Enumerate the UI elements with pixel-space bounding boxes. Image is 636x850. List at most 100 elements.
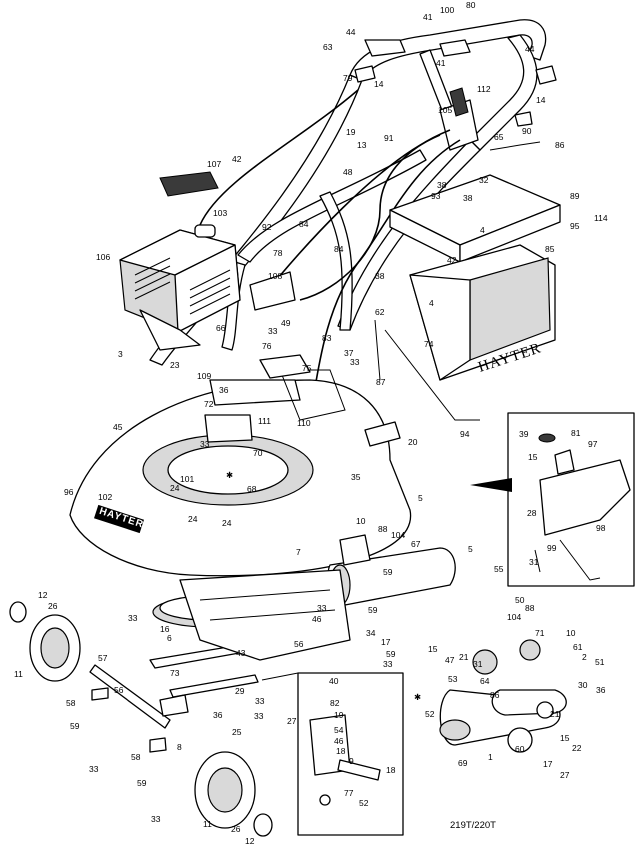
- part-callout-48: 48: [343, 167, 353, 177]
- part-callout-64: 64: [480, 676, 490, 686]
- part-callout-52: 52: [359, 798, 369, 808]
- part-callout-95: 95: [570, 221, 580, 231]
- part-callout-13: 13: [357, 140, 367, 150]
- part-callout-12: 12: [245, 836, 255, 846]
- part-callout-30: 30: [578, 680, 588, 690]
- part-callout-53: 53: [448, 674, 458, 684]
- part-callout-60: 60: [515, 744, 525, 754]
- part-callout-46: 46: [334, 736, 344, 746]
- part-callout-3: 3: [118, 349, 123, 359]
- part-callout-27: 27: [287, 716, 297, 726]
- part-callout-10: 10: [566, 628, 576, 638]
- part-callout-25: 25: [232, 727, 242, 737]
- part-callout-35: 35: [351, 472, 361, 482]
- part-callout-102: 102: [98, 492, 112, 502]
- part-callout-110: 110: [297, 418, 311, 428]
- part-callout-36: 36: [219, 385, 229, 395]
- asterisk-mark: ✱: [226, 470, 233, 480]
- part-callout-105: 105: [438, 105, 452, 115]
- part-callout-28: 28: [527, 508, 537, 518]
- part-callout-6: 6: [167, 633, 172, 643]
- part-callout-58: 58: [131, 752, 141, 762]
- part-callout-81: 81: [571, 428, 581, 438]
- part-callout-68: 68: [247, 484, 257, 494]
- part-callout-36: 36: [213, 710, 223, 720]
- part-callout-79: 79: [343, 73, 353, 83]
- part-callout-91: 91: [384, 133, 394, 143]
- part-callout-44: 44: [525, 44, 535, 54]
- roller-frame: [179, 569, 351, 661]
- part-callout-56: 56: [114, 685, 124, 695]
- part-callout-11: 11: [14, 669, 23, 679]
- part-callout-46: 46: [312, 614, 322, 624]
- part-callout-33: 33: [268, 326, 278, 336]
- part-callout-31: 31: [473, 659, 483, 669]
- part-callout-103: 103: [213, 208, 227, 218]
- part-callout-100: 100: [440, 5, 454, 15]
- part-callout-39: 39: [519, 429, 529, 439]
- part-callout-15: 15: [528, 452, 538, 462]
- part-callout-33: 33: [128, 613, 138, 623]
- lower-handle: [221, 149, 427, 351]
- part-callout-47: 47: [445, 655, 455, 665]
- part-callout-23: 23: [170, 360, 180, 370]
- part-callout-49: 49: [281, 318, 291, 328]
- part-callout-96: 96: [64, 487, 74, 497]
- part-callout-65: 65: [494, 132, 504, 142]
- front-axle-and-wheels: [9, 601, 273, 837]
- part-callout-22: 22: [572, 743, 582, 753]
- part-callout-111: 111: [258, 416, 271, 426]
- part-callout-21: 21: [459, 652, 469, 662]
- part-callout-70: 70: [253, 448, 263, 458]
- part-callout-109: 109: [197, 371, 211, 381]
- part-callout-24: 24: [188, 514, 198, 524]
- part-callout-38: 38: [437, 180, 447, 190]
- part-callout-14: 14: [536, 95, 546, 105]
- part-callout-108: 108: [268, 271, 282, 281]
- part-callout-38: 38: [463, 193, 473, 203]
- part-callout-27: 27: [560, 770, 570, 780]
- part-callout-89: 89: [570, 191, 580, 201]
- part-callout-5: 5: [468, 544, 473, 554]
- part-callout-90: 90: [522, 126, 532, 136]
- part-callout-5: 5: [418, 493, 423, 503]
- part-callout-112: 112: [477, 84, 491, 94]
- part-callout-42: 42: [447, 255, 457, 265]
- part-callout-62: 62: [375, 307, 385, 317]
- part-callout-69: 69: [458, 758, 468, 768]
- part-callout-86: 86: [490, 690, 500, 700]
- part-callout-1: 1: [488, 752, 493, 762]
- part-callout-57: 57: [98, 653, 108, 663]
- part-callout-19: 19: [346, 127, 356, 137]
- part-callout-8: 8: [177, 742, 182, 752]
- part-callout-73: 73: [170, 668, 180, 678]
- engine-control-lever: [439, 87, 479, 151]
- air-filter-decal: [159, 171, 219, 197]
- figure-reference: 219T/220T: [450, 820, 496, 831]
- part-callout-15: 15: [560, 733, 570, 743]
- part-callout-104: 104: [391, 530, 405, 540]
- part-callout-85: 85: [545, 244, 555, 254]
- part-callout-11: 11: [203, 819, 212, 829]
- drive-belts: [439, 639, 567, 753]
- part-callout-17: 17: [381, 637, 391, 647]
- part-callout-101: 101: [180, 474, 194, 484]
- part-callout-80: 80: [466, 0, 476, 10]
- part-callout-31: 31: [529, 557, 539, 567]
- part-callout-17: 17: [543, 759, 553, 769]
- handle-brackets: [354, 39, 557, 127]
- part-callout-59: 59: [368, 605, 378, 615]
- part-callout-59: 59: [70, 721, 80, 731]
- part-callout-33: 33: [317, 603, 327, 613]
- part-callout-40: 40: [329, 676, 339, 686]
- part-callout-33: 33: [151, 814, 161, 824]
- part-callout-82: 82: [330, 698, 340, 708]
- part-callout-16: 16: [160, 624, 170, 634]
- part-callout-44: 44: [346, 27, 356, 37]
- part-callout-19: 19: [334, 710, 344, 720]
- part-callout-59: 59: [137, 778, 147, 788]
- rear-roller: [327, 534, 456, 606]
- part-callout-59: 59: [386, 649, 396, 659]
- part-callout-56: 56: [294, 639, 304, 649]
